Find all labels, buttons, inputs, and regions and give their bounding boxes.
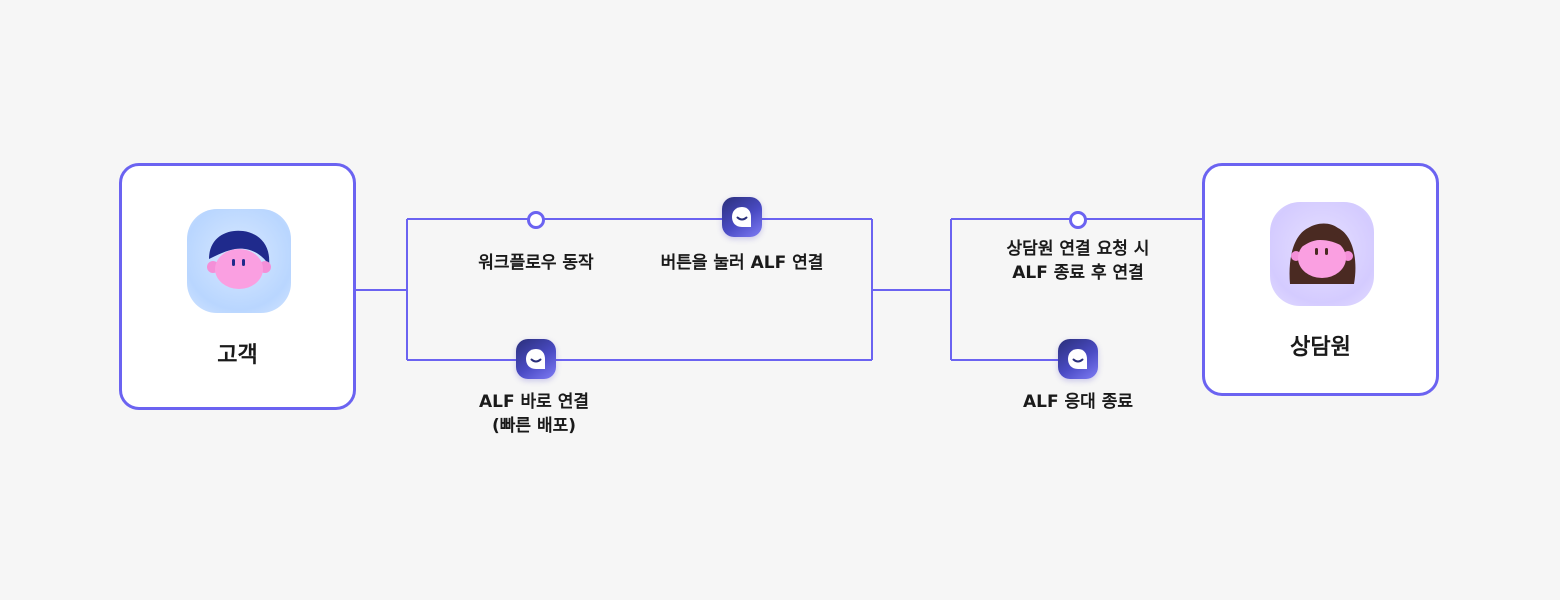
agent-request-label-line2: ALF 종료 후 연결 bbox=[1012, 263, 1144, 283]
agent-card: 상담원 bbox=[1202, 163, 1439, 396]
workflow-node-dot bbox=[527, 211, 545, 229]
workflow-label: 워크플로우 동작 bbox=[478, 253, 594, 273]
agent-label: 상담원 bbox=[1290, 335, 1351, 360]
agent-request-label-line1: 상담원 연결 요청 시 bbox=[1006, 239, 1150, 259]
direct-connect-label-line1: ALF 바로 연결 bbox=[479, 392, 589, 412]
alf-end-label: ALF 응대 종료 bbox=[1023, 392, 1133, 412]
direct-connect-label: ALF 바로 연결 (빠른 배포) bbox=[434, 390, 634, 438]
customer-avatar-icon bbox=[187, 209, 291, 313]
agent-avatar-icon bbox=[1270, 202, 1374, 306]
direct-connect-label-line2: (빠른 배포) bbox=[491, 416, 577, 436]
alf-chat-icon bbox=[722, 197, 762, 237]
agent-request-node-dot bbox=[1069, 211, 1087, 229]
alf-chat-icon bbox=[1058, 339, 1098, 379]
customer-label: 고객 bbox=[217, 343, 258, 368]
alf-chat-icon bbox=[516, 339, 556, 379]
agent-request-label: 상담원 연결 요청 시 ALF 종료 후 연결 bbox=[968, 237, 1188, 285]
customer-card: 고객 bbox=[119, 163, 356, 410]
button-connect-label: 버튼을 눌러 ALF 연결 bbox=[660, 253, 824, 273]
